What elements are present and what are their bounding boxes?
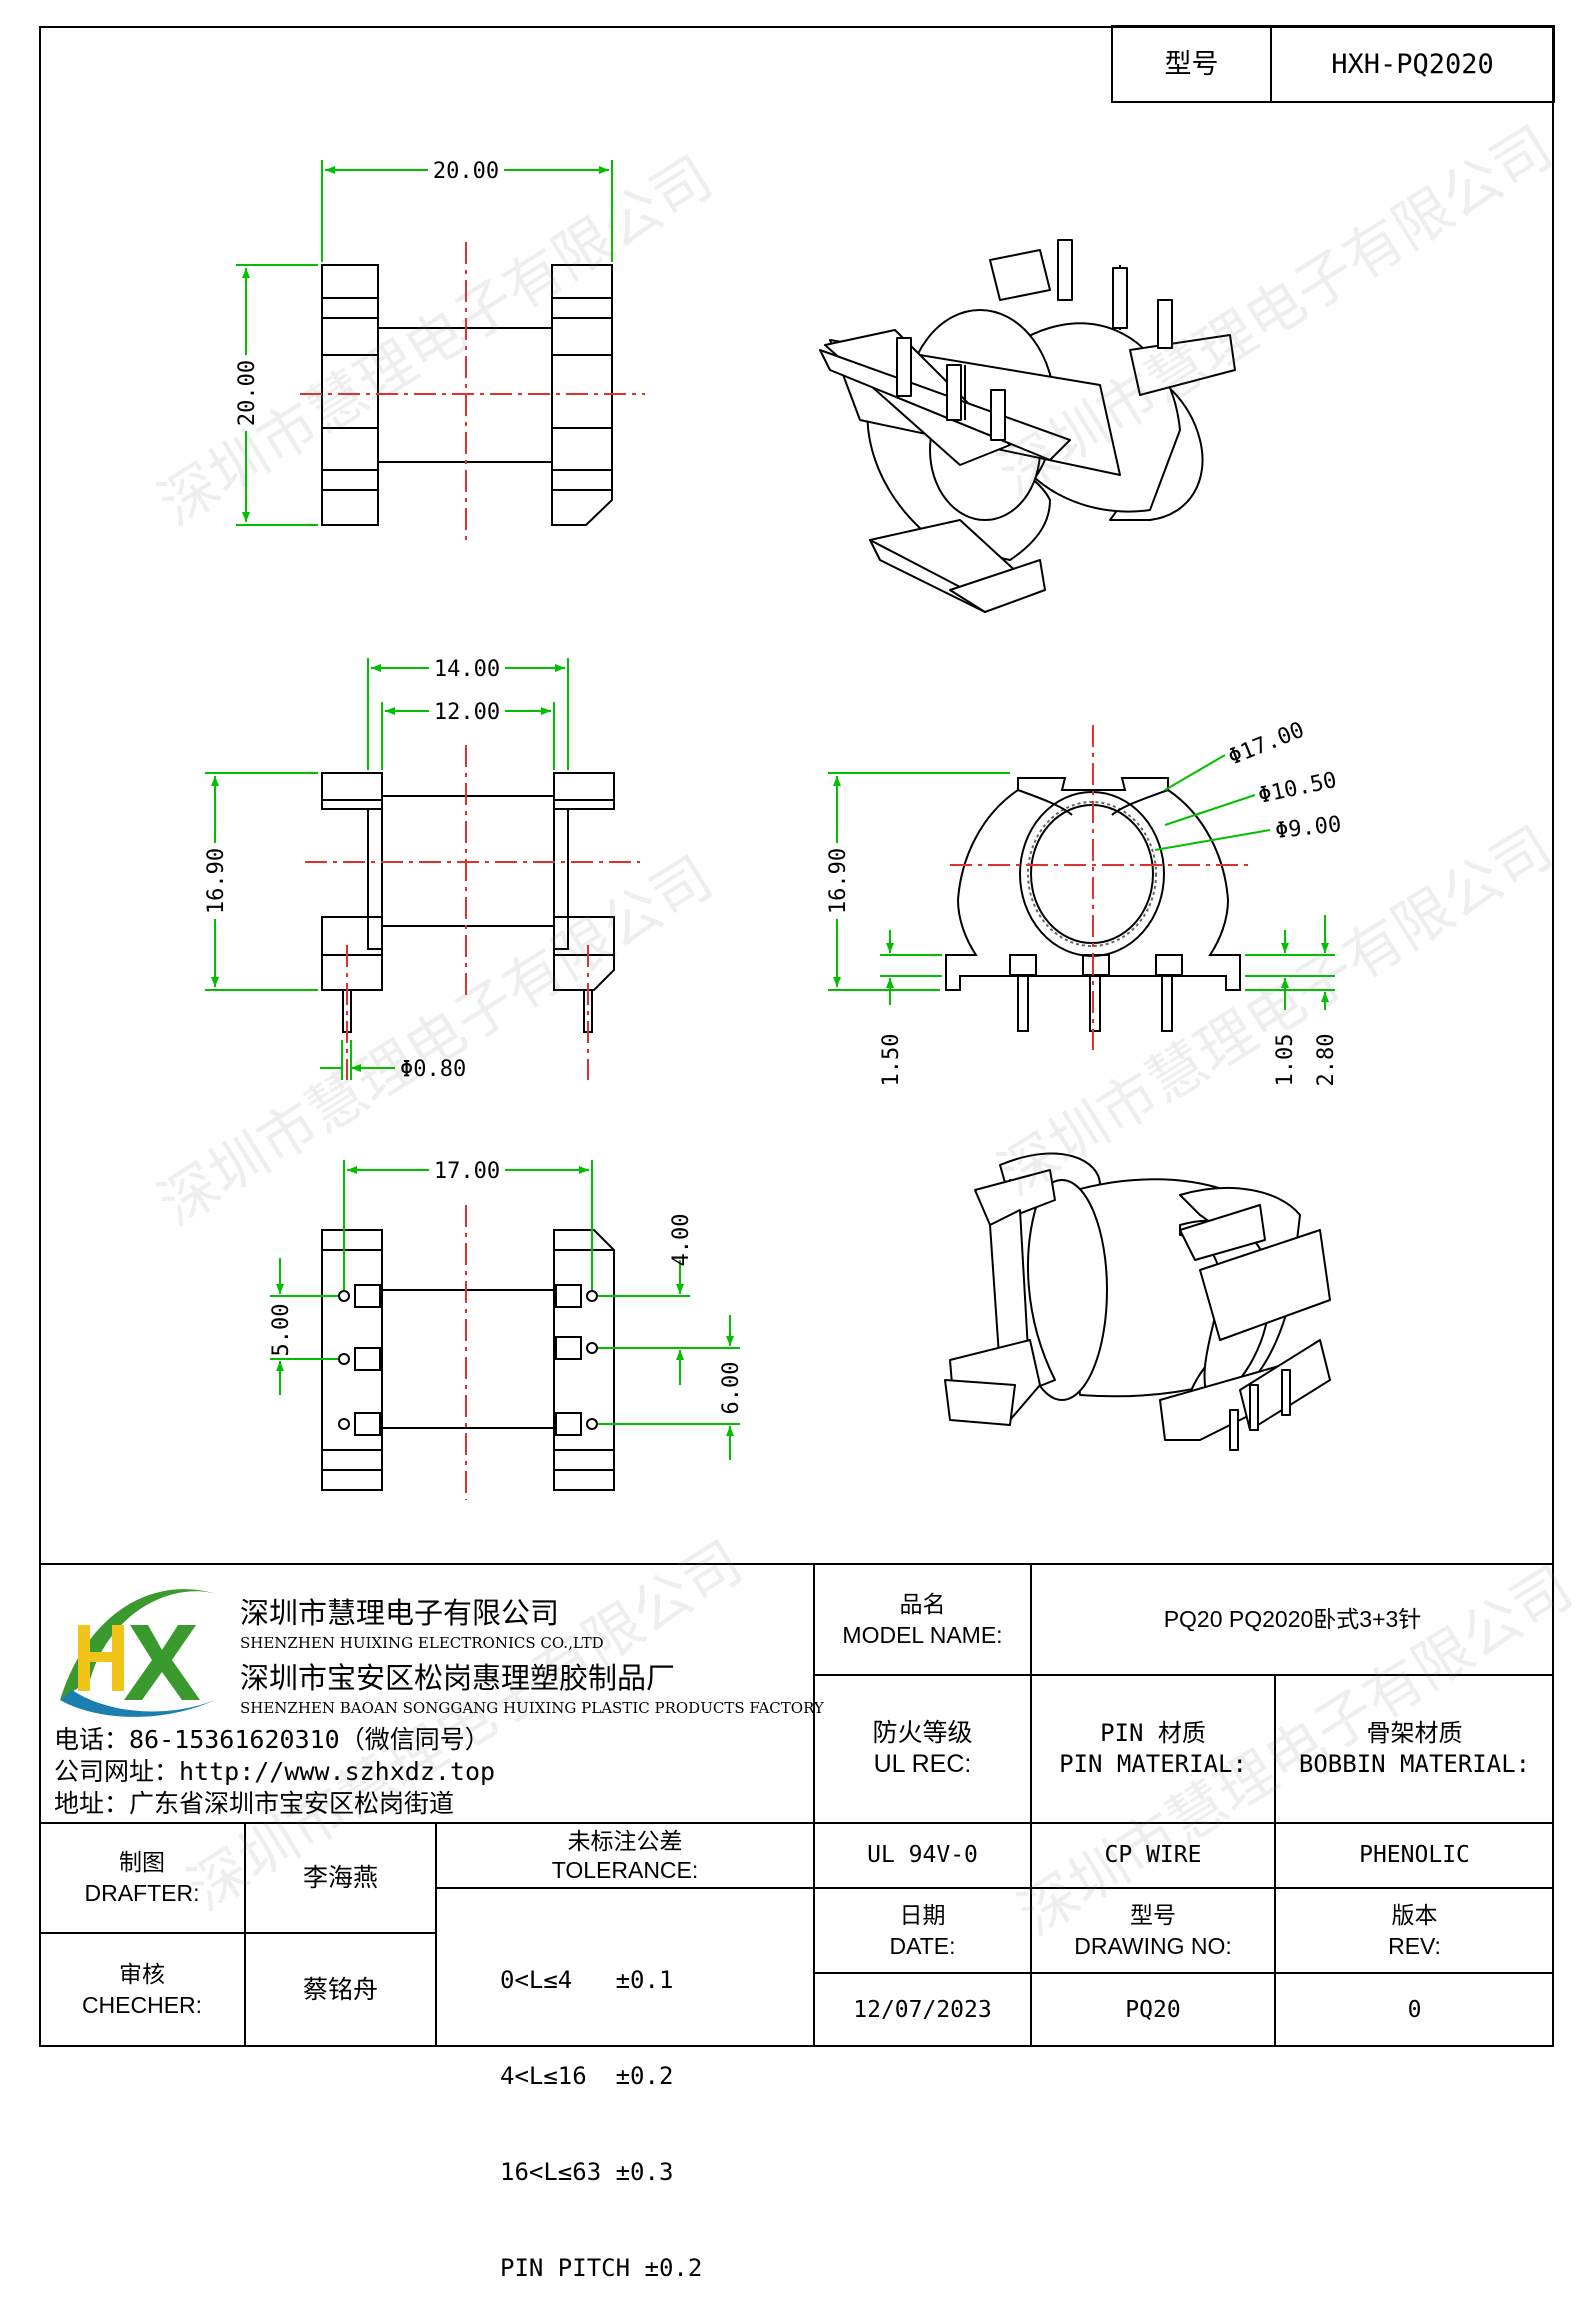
company-website[interactable]: 公司网址：http://www.szhxdz.top (54, 1757, 496, 1786)
bottom-view-dims (270, 1160, 740, 1460)
pin-material-value: CP WIRE (1104, 1842, 1202, 1868)
header-box (1111, 25, 1555, 103)
company-logo: HX (0, 0, 220, 1717)
rev-value: 0 (1407, 1996, 1422, 2023)
header-model-label: 型号 (1164, 48, 1219, 79)
header-model-value: HXH-PQ2020 (1331, 48, 1494, 80)
dim-front-dia-outer: Φ17.00 (1225, 718, 1308, 771)
bobbin-material-label: 骨架材质 BOBBIN MATERIAL: (1298, 1719, 1531, 1778)
drawing-no-label: 型号 DRAWING NO: (1074, 1901, 1232, 1959)
company-phone: 电话：86-15361620310（微信同号） (54, 1725, 490, 1754)
date-value: 12/07/2023 (853, 1996, 992, 2023)
dim-bottom-edge: 4.00 (669, 1214, 694, 1267)
bottom-view (321, 1229, 615, 1491)
dim-top-width: 20.00 (433, 159, 499, 184)
model-name-value: PQ20 PQ2020卧式3+3针 (1163, 1606, 1422, 1632)
tolerance-line: 4<L≤16 ±0.2 (500, 2062, 674, 2090)
side-view (321, 772, 615, 1033)
drafter-label: 制图 DRAFTER: (84, 1849, 200, 1906)
pin-material-label: PIN 材质 PIN MATERIAL: (1059, 1719, 1247, 1778)
dim-front-h1: 1.50 (879, 1034, 904, 1087)
logo-text: HX (0, 0, 2, 1)
dim-side-height: 16.90 (204, 848, 229, 914)
tolerance-line: 16<L≤63 ±0.3 (500, 2158, 674, 2186)
dim-front-h3: 2.80 (1314, 1034, 1339, 1087)
contact-block: 电话：86-15361620310（微信同号） 公司网址：http://www.… (54, 1724, 495, 1820)
company-address: 地址：广东省深圳市宝安区松岗街道 (54, 1789, 455, 1818)
tolerance-line: PIN PITCH ±0.2 (500, 2254, 703, 2282)
dim-front-height: 16.90 (826, 848, 851, 914)
top-view-centerlines (300, 242, 645, 545)
drafter-value: 李海燕 (302, 1863, 378, 1892)
iso-view-upper (819, 239, 1236, 613)
side-view-centerlines (305, 745, 640, 1080)
ul-rec-label: 防火等级 UL REC: (872, 1719, 973, 1778)
date-label: 日期 DATE: (889, 1901, 956, 1959)
iso-view-lower (944, 1152, 1331, 1451)
dim-bottom-width: 17.00 (434, 1159, 500, 1184)
company-name-en: SHENZHEN HUIXING ELECTRONICS CO.,LTD (240, 1634, 604, 1652)
ul-rec-value: UL 94V-0 (867, 1842, 978, 1868)
factory-name-cn: 深圳市宝安区松岗惠理塑胶制品厂 (240, 1661, 676, 1695)
technical-drawing: 20.00 20.00 (0, 0, 1555, 2047)
dim-front-h2: 1.05 (1273, 1034, 1298, 1087)
bobbin-material-value: PHENOLIC (1359, 1842, 1470, 1868)
dim-pin-diameter: Φ0.80 (400, 1057, 466, 1082)
factory-name-en: SHENZHEN BAOAN SONGGANG HUIXING PLASTIC … (240, 1699, 824, 1717)
checker-value: 蔡铭舟 (302, 1975, 378, 2004)
dim-bottom-pitch: 5.00 (269, 1304, 294, 1357)
dim-side-width-outer: 14.00 (434, 657, 500, 682)
front-view-dims (828, 754, 1335, 1010)
title-block-grid (39, 1563, 1554, 2047)
tolerance-table: 0<L≤4 ±0.1 4<L≤16 ±0.2 16<L≤63 ±0.3 PIN … (500, 1900, 702, 2316)
model-name-label: 品名 MODEL NAME: (842, 1590, 1003, 1648)
company-name-cn: 深圳市慧理电子有限公司 (240, 1596, 560, 1630)
tolerance-label: 未标注公差 TOLERANCE: (551, 1827, 699, 1883)
dim-side-width-inner: 12.00 (434, 700, 500, 725)
dim-front-dia-inner: Φ9.00 (1274, 812, 1342, 844)
drawing-frame (39, 26, 1554, 2047)
dim-top-height: 20.00 (235, 360, 260, 426)
dim-bottom-pitch2: 6.00 (719, 1362, 744, 1415)
drawing-no-value: PQ20 (1125, 1996, 1181, 2023)
side-view-dims (205, 658, 569, 1080)
dim-front-dia-mid: Φ10.50 (1256, 768, 1339, 809)
front-view-centerlines (950, 725, 1250, 1050)
rev-label: 版本 REV: (1388, 1901, 1441, 1959)
tolerance-line: 0<L≤4 ±0.1 (500, 1966, 674, 1994)
checker-label: 审核 CHECHER: (81, 1961, 203, 2018)
